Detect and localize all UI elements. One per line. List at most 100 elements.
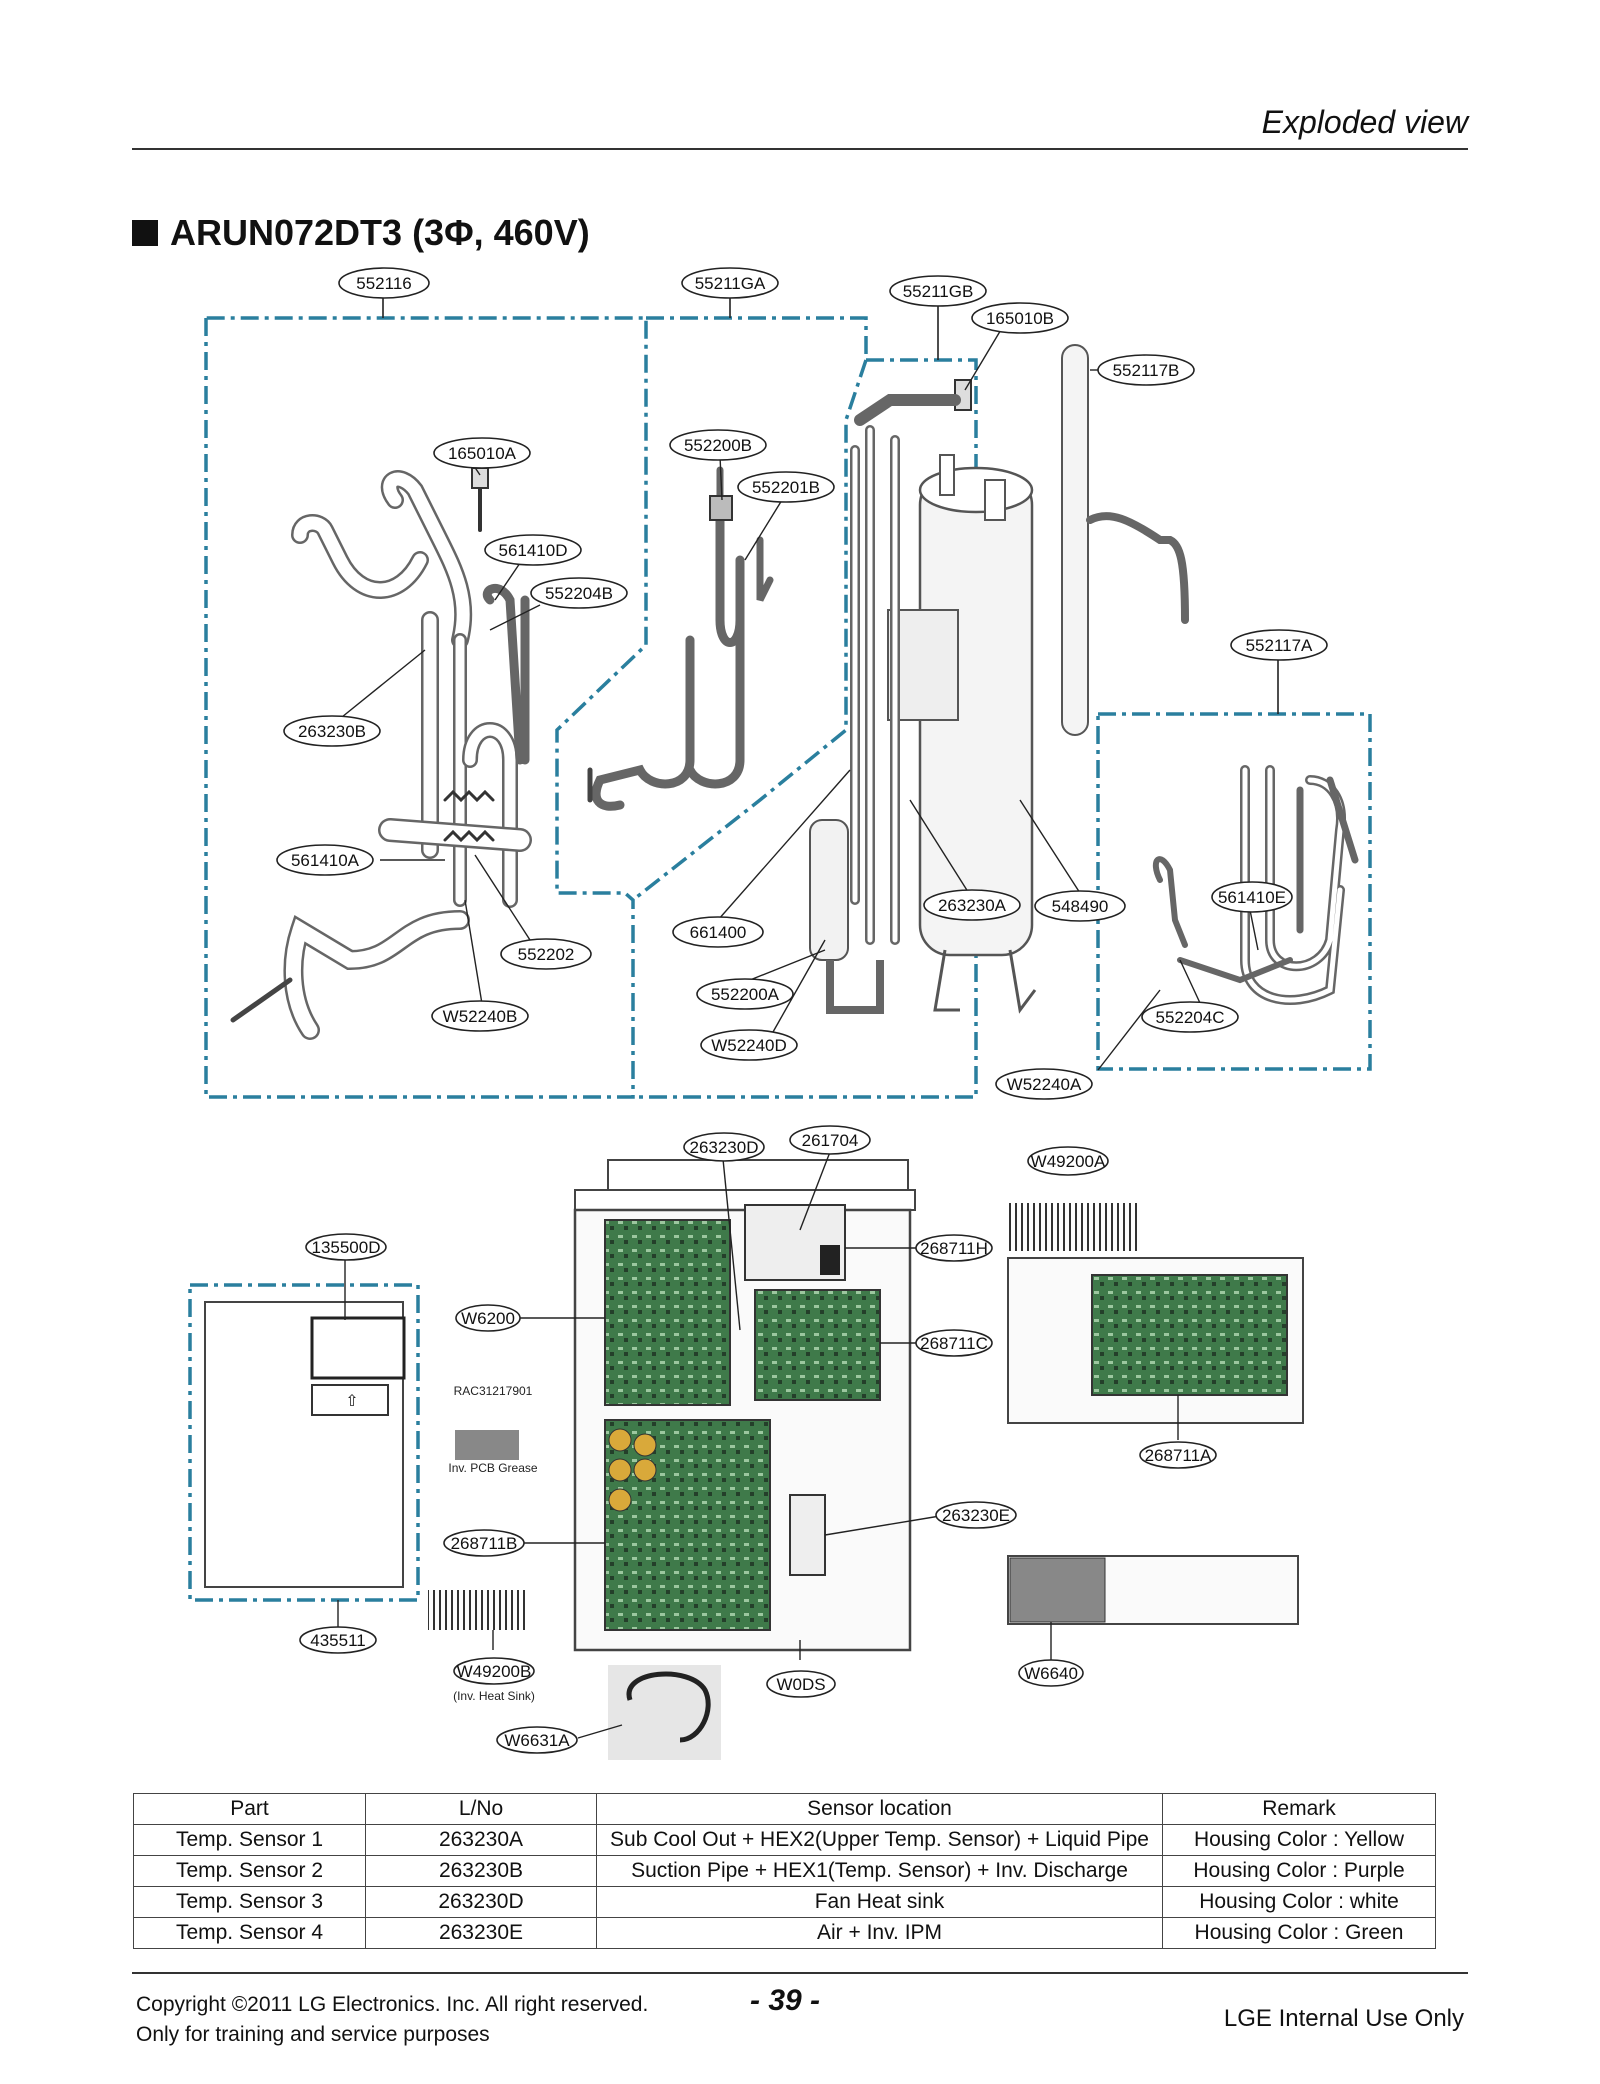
svg-text:W52240B: W52240B bbox=[443, 1007, 518, 1026]
svg-text:263230B: 263230B bbox=[298, 722, 366, 741]
table-cell: Sub Cool Out + HEX2(Upper Temp. Sensor) … bbox=[596, 1824, 1163, 1856]
svg-text:W49200A: W49200A bbox=[1031, 1152, 1106, 1171]
table-row: Temp. Sensor 4 263230E Air + Inv. IPM Ho… bbox=[133, 1917, 1436, 1949]
svg-text:261704: 261704 bbox=[802, 1131, 859, 1150]
label-561410D: 561410D bbox=[484, 534, 582, 566]
table-cell: 263230B bbox=[365, 1855, 597, 1887]
svg-text:W52240D: W52240D bbox=[711, 1036, 787, 1055]
table-cell: 263230D bbox=[365, 1886, 597, 1918]
table-cell: Housing Color : Green bbox=[1162, 1917, 1436, 1949]
svg-text:552204B: 552204B bbox=[545, 584, 613, 603]
svg-text:552204C: 552204C bbox=[1155, 1008, 1224, 1027]
label-268711A: 268711A bbox=[1139, 1441, 1217, 1469]
label-165010B: 165010B bbox=[971, 302, 1069, 334]
table-cell: Temp. Sensor 1 bbox=[133, 1824, 366, 1856]
label-263230A: 263230A bbox=[923, 889, 1021, 921]
table-header: L/No bbox=[365, 1793, 597, 1825]
svg-text:165010A: 165010A bbox=[448, 444, 517, 463]
compressor-assembly bbox=[809, 344, 1189, 1014]
svg-text:W6200: W6200 bbox=[461, 1309, 515, 1328]
table-header: Sensor location bbox=[596, 1793, 1163, 1825]
label-561410A: 561410A bbox=[276, 844, 374, 876]
header-rule bbox=[132, 148, 1468, 150]
table-header-row: Part L/No Sensor location Remark bbox=[133, 1793, 1436, 1825]
relay-W0DS bbox=[789, 1494, 826, 1576]
svg-text:W6640: W6640 bbox=[1024, 1664, 1078, 1683]
label-263230B: 263230B bbox=[283, 715, 381, 747]
label-261704: 261704 bbox=[789, 1125, 871, 1155]
table-row: Temp. Sensor 2 263230B Suction Pipe + HE… bbox=[133, 1855, 1436, 1887]
svg-text:268711B: 268711B bbox=[451, 1534, 518, 1553]
svg-text:263230A: 263230A bbox=[938, 896, 1007, 915]
label-552204C: 552204C bbox=[1141, 1001, 1239, 1033]
svg-text:W52240A: W52240A bbox=[1007, 1075, 1082, 1094]
accumulator-tube-552117B bbox=[1061, 344, 1089, 736]
label-661400: 661400 bbox=[672, 916, 764, 948]
label-552202: 552202 bbox=[500, 938, 592, 970]
svg-text:263230D: 263230D bbox=[689, 1138, 758, 1157]
piping-left-assembly bbox=[230, 467, 532, 1040]
table-cell: Temp. Sensor 4 bbox=[133, 1917, 366, 1949]
square-bullet-icon bbox=[132, 220, 158, 246]
table-cell: Temp. Sensor 3 bbox=[133, 1886, 366, 1918]
footer-left: Copyright ©2011 LG Electronics. Inc. All… bbox=[136, 1990, 648, 2050]
svg-text:548490: 548490 bbox=[1052, 897, 1109, 916]
label-W49200B: W49200B bbox=[453, 1657, 535, 1685]
label-268711B: 268711B bbox=[443, 1529, 525, 1557]
label-W6200: W6200 bbox=[455, 1304, 521, 1332]
label-552201B: 552201B bbox=[737, 471, 835, 503]
section-title: Exploded view bbox=[1261, 104, 1468, 140]
piping-middle-assembly bbox=[587, 466, 774, 811]
label-263230E: 263230E bbox=[935, 1501, 1017, 1529]
label-561410E: 561410E bbox=[1211, 881, 1293, 913]
svg-text:⇧: ⇧ bbox=[345, 1391, 358, 1410]
group-label-leaders bbox=[382, 296, 1279, 714]
svg-text:55211GB: 55211GB bbox=[903, 282, 974, 301]
purpose-text: Only for training and service purposes bbox=[136, 2023, 490, 2046]
label-268711H: 268711H bbox=[915, 1234, 993, 1262]
leader-lines-bottom bbox=[337, 1151, 1179, 1739]
svg-text:661400: 661400 bbox=[690, 923, 747, 942]
svg-text:W49200B: W49200B bbox=[457, 1662, 532, 1681]
exploded-view-diagram: ⇧ 552116 55211GA 55211GB 165010B 552117B… bbox=[188, 267, 1372, 1760]
svg-text:268711C: 268711C bbox=[920, 1334, 988, 1353]
label-W52240D: W52240D bbox=[700, 1029, 798, 1061]
page-number: - 39 - bbox=[750, 1984, 821, 2017]
table-cell: Temp. Sensor 2 bbox=[133, 1855, 366, 1887]
label-55211GB: 55211GB bbox=[889, 275, 987, 307]
label-552200B: 552200B bbox=[669, 429, 767, 461]
grease-code: RAC31217901 bbox=[454, 1384, 533, 1398]
sensor-table: Part L/No Sensor location Remark Temp. S… bbox=[133, 1793, 1436, 1949]
label-55211GA: 55211GA bbox=[681, 267, 779, 299]
svg-text:561410D: 561410D bbox=[498, 541, 567, 560]
label-552116: 552116 bbox=[338, 267, 430, 299]
copyright-text: Copyright ©2011 LG Electronics. Inc. All… bbox=[136, 1993, 649, 2016]
svg-text:552116: 552116 bbox=[356, 274, 411, 293]
table-row: Temp. Sensor 3 263230D Fan Heat sink Hou… bbox=[133, 1886, 1436, 1918]
svg-text:561410A: 561410A bbox=[291, 851, 360, 870]
label-263230D: 263230D bbox=[683, 1132, 765, 1162]
table-cell: Housing Color : white bbox=[1162, 1886, 1436, 1918]
svg-text:561410E: 561410E bbox=[1218, 888, 1286, 907]
table-cell: 263230A bbox=[365, 1824, 597, 1856]
terminal-W6640 bbox=[1009, 1557, 1106, 1623]
label-548490: 548490 bbox=[1034, 890, 1126, 922]
label-W6640: W6640 bbox=[1018, 1659, 1084, 1687]
svg-text:268711A: 268711A bbox=[1145, 1446, 1212, 1465]
label-W52240B: W52240B bbox=[431, 1000, 529, 1032]
label-552117A: 552117A bbox=[1230, 629, 1328, 661]
leader-lines-top bbox=[341, 327, 1259, 1071]
cover-panel: ⇧ bbox=[188, 1283, 420, 1602]
svg-text:W0DS: W0DS bbox=[776, 1675, 825, 1694]
main-pcb-268711A bbox=[1091, 1274, 1288, 1396]
cable-W6631A bbox=[608, 1665, 721, 1760]
svg-text:135500D: 135500D bbox=[311, 1238, 380, 1257]
svg-text:268711H: 268711H bbox=[920, 1239, 988, 1258]
table-row: Temp. Sensor 1 263230A Sub Cool Out + HE… bbox=[133, 1824, 1436, 1856]
svg-text:552201B: 552201B bbox=[752, 478, 820, 497]
table-header: Part bbox=[133, 1793, 366, 1825]
svg-text:552200B: 552200B bbox=[684, 436, 752, 455]
inverter-pcb bbox=[604, 1419, 771, 1631]
svg-text:165010B: 165010B bbox=[986, 309, 1054, 328]
table-cell: Housing Color : Purple bbox=[1162, 1855, 1436, 1887]
